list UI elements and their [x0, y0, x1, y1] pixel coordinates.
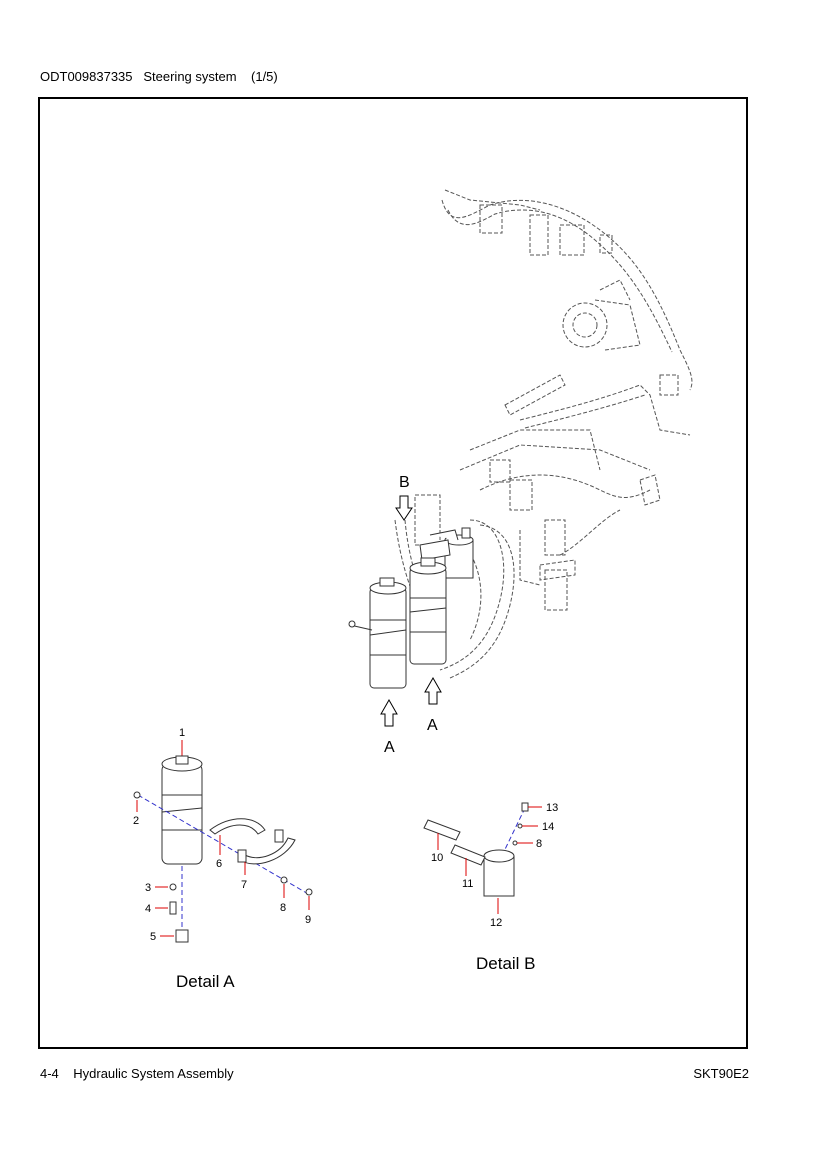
- callout-12: 12: [490, 917, 502, 929]
- detail-a-drawing: [133, 740, 313, 943]
- view-label-b: B: [399, 474, 410, 491]
- callout-10: 10: [431, 852, 443, 864]
- callout-8-a: 8: [280, 902, 286, 914]
- document-id: ODT009837335: [40, 69, 133, 84]
- callout-7: 7: [241, 879, 247, 891]
- steering-unit-main: [419, 527, 474, 579]
- detail-a-title: Detail A: [176, 972, 235, 991]
- view-label-a-right: A: [427, 717, 438, 734]
- callout-11: 11: [462, 878, 473, 890]
- view-arrows: [380, 495, 442, 727]
- callout-14: 14: [542, 821, 554, 833]
- callout-13: 13: [546, 802, 558, 814]
- callout-5: 5: [150, 931, 156, 943]
- view-label-a-left: A: [384, 739, 395, 756]
- page-footer-left: 4-4 Hydraulic System Assembly: [40, 1066, 234, 1081]
- filters-main: [348, 557, 447, 689]
- arrow-a1: [380, 698, 398, 727]
- detail-a-callouts: 1 2 3 4 5 6 7 8 9: [133, 727, 311, 943]
- callout-1: 1: [179, 727, 185, 739]
- page-title: Steering system: [143, 69, 237, 84]
- section-title: Hydraulic System Assembly: [73, 1066, 234, 1081]
- page-number: 4-4: [40, 1066, 59, 1081]
- model-name: SKT90E2: [693, 1066, 749, 1081]
- callout-9: 9: [305, 914, 311, 926]
- page-fraction: (1/5): [251, 69, 278, 84]
- callout-4: 4: [145, 903, 151, 915]
- callout-8-b: 8: [536, 838, 542, 850]
- callout-6: 6: [216, 858, 222, 870]
- detail-b-drawing: [423, 802, 542, 914]
- drawing-frame: [38, 97, 748, 1049]
- callout-3: 3: [145, 882, 151, 894]
- detail-b-title: Detail B: [476, 954, 536, 973]
- callout-2: 2: [133, 815, 139, 827]
- detail-b-callouts: 10 11 12 13 14 8: [431, 802, 558, 929]
- arrow-a2: [424, 676, 442, 705]
- arrow-b: [395, 495, 413, 521]
- page-header: ODT009837335 Steering system (1/5): [40, 69, 278, 84]
